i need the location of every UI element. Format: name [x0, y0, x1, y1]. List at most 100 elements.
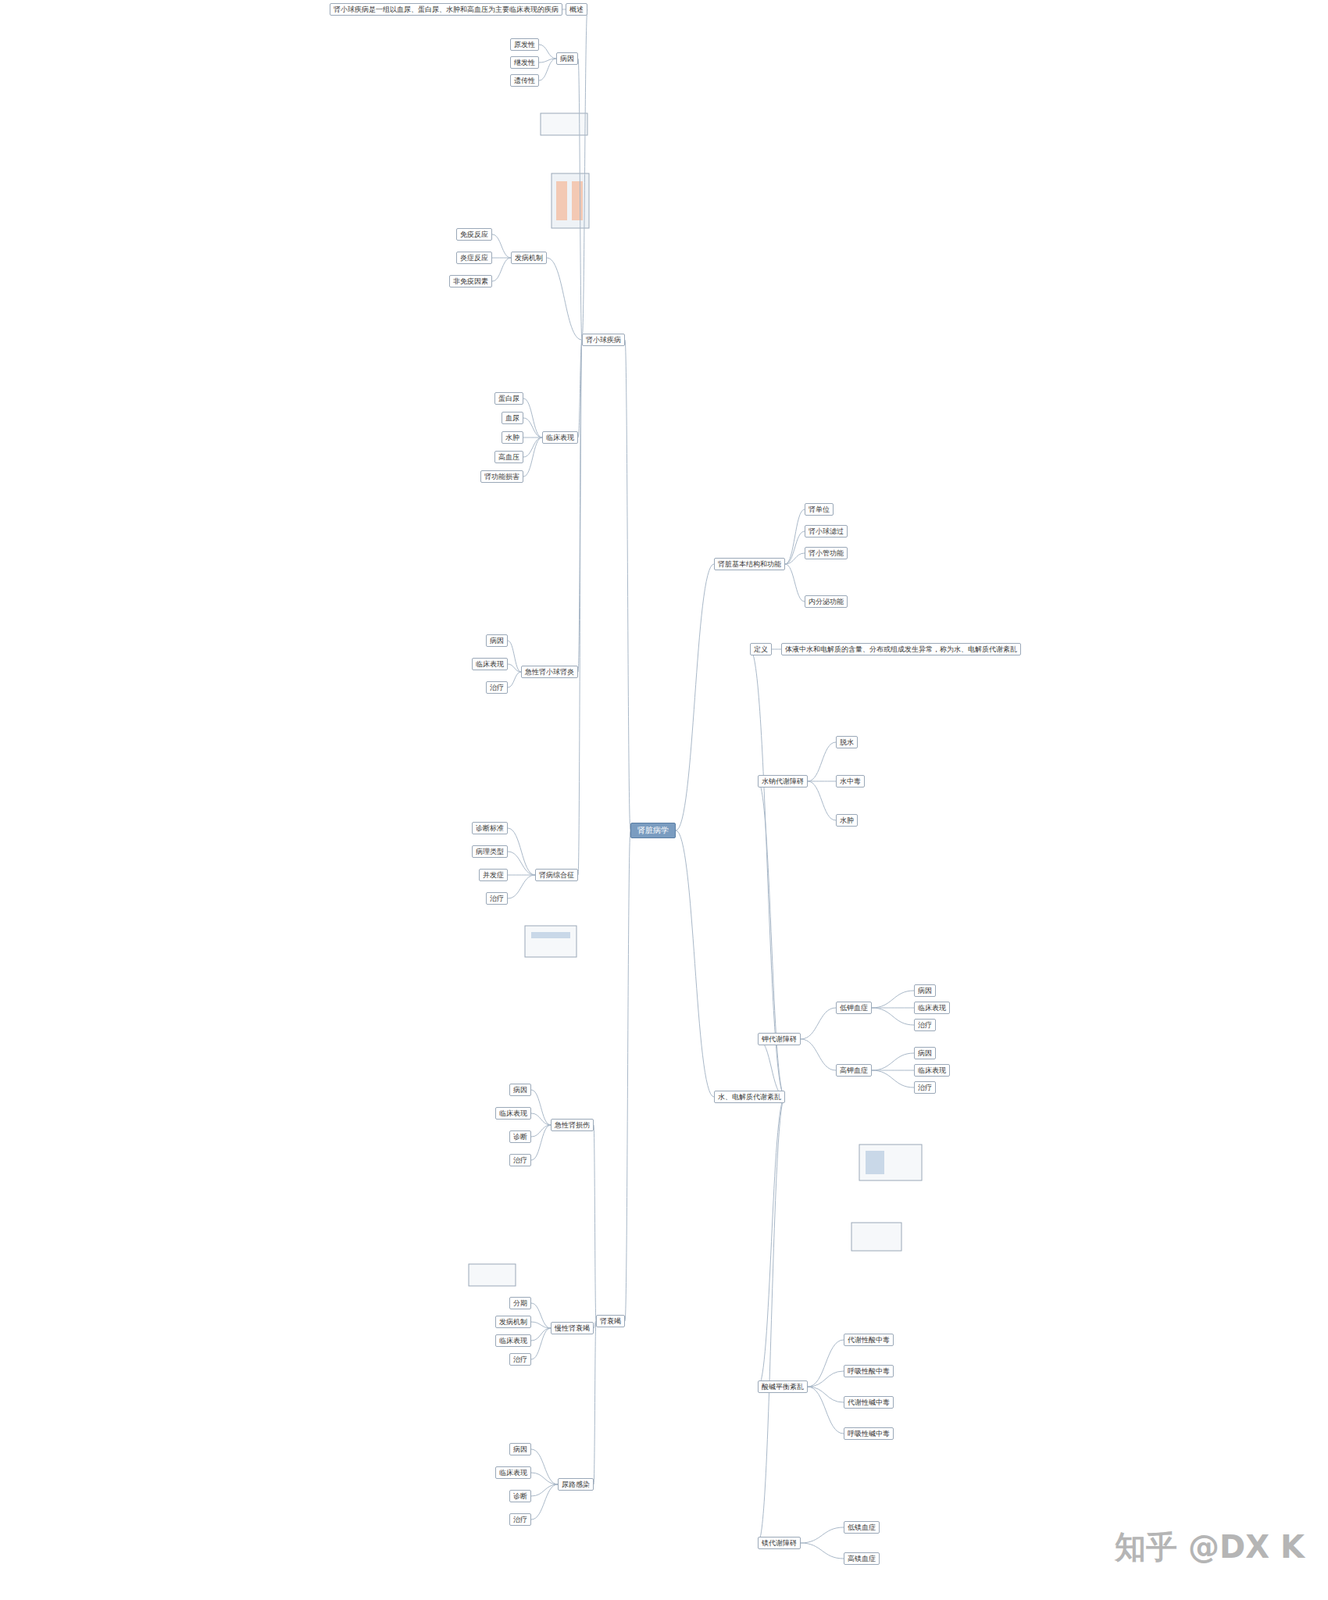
topic-text: 病因	[513, 1085, 528, 1094]
topic-text: 病理类型	[475, 847, 504, 856]
topic-text: 肾脏基本结构和功能	[717, 560, 782, 568]
topic-box: 继发性	[510, 56, 540, 69]
topic-box: 治疗	[913, 1081, 936, 1094]
topic-text: 尿路感染	[561, 1480, 590, 1489]
topic-text: 定义	[753, 645, 768, 654]
branch-line	[807, 1339, 844, 1387]
branch-line	[871, 990, 914, 1008]
topic-text: 水肿	[505, 433, 520, 442]
topic-text: 肾脏病学	[637, 825, 669, 835]
topic-text: 病因	[917, 986, 932, 995]
topic-text: 呼吸性酸中毒	[847, 1367, 890, 1375]
topic-box: 非免疫因素	[449, 274, 493, 288]
branch-line	[757, 1038, 786, 1097]
topic-box: 治疗	[509, 1352, 532, 1366]
topic-box: 低钾血症	[835, 1001, 872, 1014]
branch-line	[593, 1124, 597, 1321]
branch-line	[531, 1472, 558, 1485]
branch-line	[800, 1542, 844, 1559]
topic-box: 治疗	[913, 1018, 936, 1032]
topic-text: 临床表现	[499, 1109, 528, 1118]
branch-line	[507, 874, 536, 876]
thumbnail-image	[865, 1150, 885, 1175]
topic-text: 肾功能损害	[484, 472, 520, 481]
branch-line	[871, 1070, 914, 1088]
topic-box: 高镁血症	[843, 1552, 880, 1565]
topic-text: 水肿	[839, 816, 854, 825]
topic-box: 体液中水和电解质的含量、分布或组成发生异常，称为水、电解质代谢紊乱	[781, 642, 1021, 656]
branch-line	[539, 58, 557, 81]
thumbnail-image	[851, 1222, 902, 1251]
topic-text: 病因	[489, 636, 504, 645]
topic-text: 原发性	[514, 40, 536, 49]
topic-text: 临床表现	[917, 1066, 947, 1075]
topic-box: 代谢性酸中毒	[843, 1333, 894, 1346]
topic-box: 镁代谢障碍	[757, 1536, 801, 1550]
branch-line	[581, 9, 588, 340]
topic-box: 诊断	[509, 1489, 532, 1503]
topic-box: 水肿	[501, 431, 524, 444]
topic-text: 代谢性碱中毒	[847, 1398, 890, 1407]
topic-box: 病因	[913, 1046, 936, 1060]
branch-line	[807, 742, 836, 782]
topic-text: 免疫反应	[460, 230, 489, 239]
branch-line	[800, 1527, 844, 1543]
topic-text: 酸碱平衡紊乱	[761, 1382, 804, 1391]
branch-line	[531, 1328, 551, 1341]
topic-box: 尿路感染	[557, 1477, 594, 1491]
branch-line	[507, 664, 522, 672]
topic-text: 血尿	[505, 414, 520, 422]
topic-text: 肾小管功能	[808, 549, 844, 557]
topic-box: 原发性	[510, 38, 540, 51]
topic-text: 急性肾损伤	[554, 1120, 590, 1129]
topic-text: 临床表现	[499, 1468, 528, 1477]
topic-box: 病因	[509, 1442, 532, 1456]
branch-line	[531, 1124, 551, 1161]
thumbnail-image	[551, 173, 590, 229]
topic-text: 临床表现	[917, 1003, 947, 1012]
branch-line	[531, 1328, 551, 1360]
topic-text: 钾代谢障碍	[761, 1035, 797, 1043]
topic-box: 肾脏基本结构和功能	[713, 557, 786, 571]
topic-box: 诊断	[509, 1130, 532, 1143]
branch-line	[757, 1096, 786, 1387]
thumbnail-image	[556, 181, 568, 221]
topic-text: 体液中水和电解质的含量、分布或组成发生异常，称为水、电解质代谢紊乱	[785, 645, 1018, 654]
topic-box: 治疗	[509, 1153, 532, 1167]
topic-text: 继发性	[514, 58, 536, 67]
topic-box: 概述	[565, 3, 588, 16]
branch-line	[593, 1320, 597, 1485]
topic-text: 急性肾小球肾炎	[524, 667, 575, 676]
topic-text: 内分泌功能	[808, 597, 844, 606]
topic-box: 发病机制	[495, 1315, 532, 1328]
topic-text: 治疗	[513, 1515, 528, 1524]
topic-box: 钾代谢障碍	[757, 1032, 801, 1046]
topic-box: 临床表现	[913, 1063, 950, 1077]
topic-box: 脱水	[835, 735, 858, 749]
topic-box: 肾小球疾病	[581, 333, 625, 347]
topic-box: 肾单位	[804, 503, 834, 516]
topic-text: 肾病综合征	[539, 871, 575, 879]
topic-box: 慢性肾衰竭	[550, 1321, 594, 1335]
topic-text: 肾衰竭	[599, 1317, 622, 1325]
topic-text: 低钾血症	[839, 1003, 868, 1012]
topic-text: 治疗	[513, 1355, 528, 1364]
topic-box: 肾衰竭	[596, 1314, 625, 1328]
branch-line	[800, 1038, 836, 1071]
branch-line	[807, 1386, 844, 1434]
topic-box: 急性肾小球肾炎	[521, 665, 579, 679]
topic-text: 概述	[569, 5, 584, 14]
topic-box: 内分泌功能	[804, 595, 848, 608]
branch-line	[507, 640, 522, 672]
topic-box: 炎症反应	[456, 251, 493, 265]
branch-line	[807, 1370, 844, 1387]
branch-line	[539, 44, 557, 59]
branch-line	[531, 1484, 558, 1520]
branch-line	[807, 781, 836, 821]
topic-text: 临床表现	[546, 433, 575, 442]
branch-line	[624, 339, 631, 831]
topic-box: 发病机制	[510, 251, 547, 265]
branch-line	[800, 1007, 836, 1039]
